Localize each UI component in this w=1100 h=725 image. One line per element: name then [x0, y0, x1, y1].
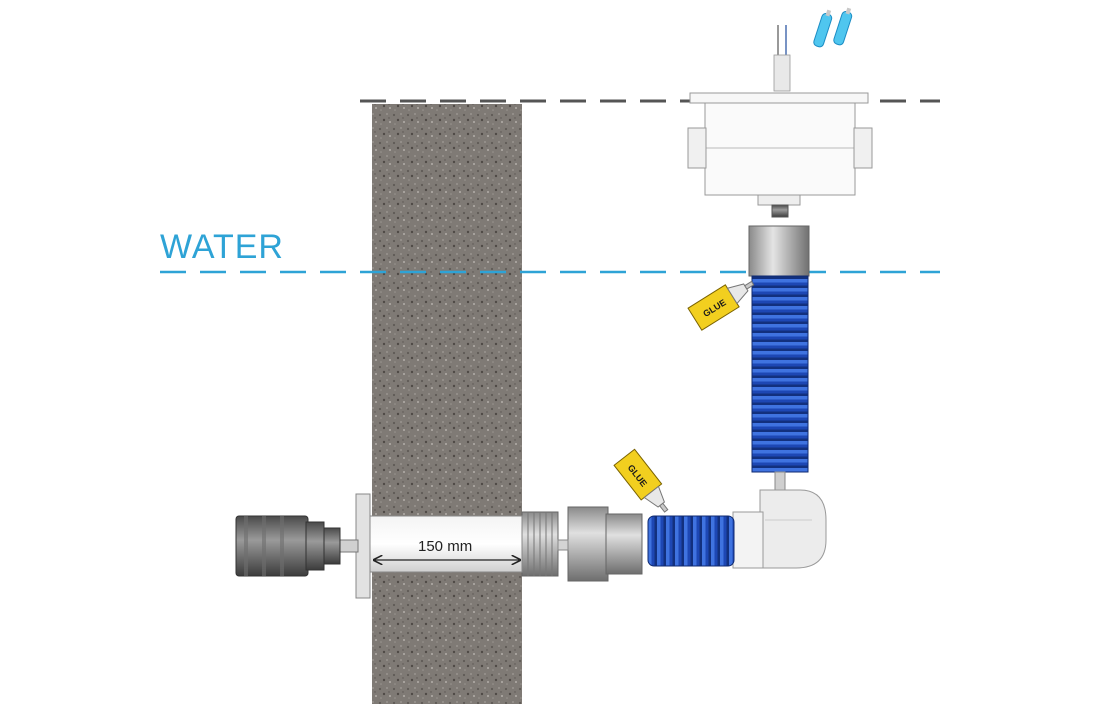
threaded-ring — [521, 511, 559, 577]
dimension-label: 150 mm — [418, 538, 473, 555]
concrete-wall — [372, 104, 522, 704]
cable-wires — [773, 25, 791, 92]
wire-connector-icon — [813, 7, 853, 48]
lamp-body-icon — [235, 515, 341, 577]
junction-box-icon — [687, 92, 873, 218]
glue-tube-icon: GLUE — [613, 448, 669, 513]
elbow-fitting-icon — [732, 489, 827, 569]
vertical-coupler — [748, 225, 810, 277]
glue-tube-icon: GLUE — [687, 280, 755, 331]
water-label: WATER — [160, 228, 284, 266]
horizontal-coupler — [567, 506, 643, 582]
corrugated-hose-icon — [647, 515, 735, 567]
corrugated-hose-icon — [751, 275, 809, 473]
